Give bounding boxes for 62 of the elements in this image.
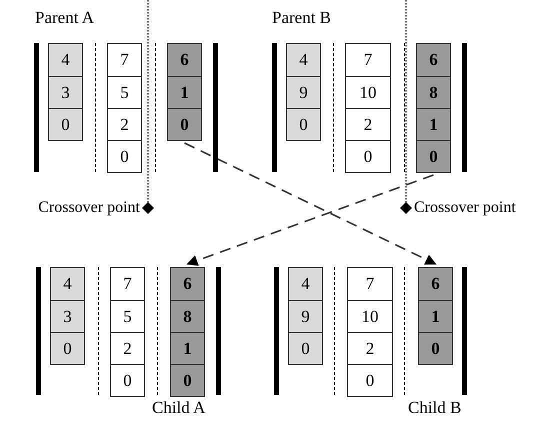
- gene-column: [170, 267, 205, 397]
- gene-value: 0: [419, 332, 452, 364]
- gene-value: 4: [287, 44, 320, 76]
- gene-value: 1: [419, 300, 452, 332]
- gene-column: [288, 267, 323, 365]
- gene-column: [416, 43, 451, 173]
- chromosome-title: Child B: [408, 398, 462, 418]
- gene-value: 0: [348, 364, 392, 396]
- gene-value: 3: [51, 300, 84, 332]
- gene-column: [110, 267, 145, 397]
- gene-value: 5: [111, 300, 144, 332]
- gene-value: 10: [346, 76, 390, 108]
- gene-value: 3: [49, 76, 82, 108]
- gene-column: [418, 267, 453, 365]
- gene-value: 6: [171, 268, 204, 300]
- chromosome-title: Parent A: [35, 8, 94, 28]
- gene-value: 2: [348, 332, 392, 364]
- gene-value: 0: [111, 364, 144, 396]
- gene-value: 4: [289, 268, 322, 300]
- gene-value: 8: [417, 76, 450, 108]
- gene-value: 9: [287, 76, 320, 108]
- gene-value: 0: [417, 140, 450, 172]
- gene-value: 0: [171, 364, 204, 396]
- gene-value: 2: [111, 332, 144, 364]
- gene-value: 9: [289, 300, 322, 332]
- gene-value: 0: [287, 108, 320, 140]
- gene-column: [347, 267, 393, 397]
- chromosome-title: Parent B: [272, 8, 332, 28]
- gene-value: 5: [108, 76, 141, 108]
- gene-value: 7: [348, 268, 392, 300]
- gene-column: [48, 43, 83, 141]
- gene-value: 0: [168, 108, 201, 140]
- crossover-label: Crossover point: [414, 198, 516, 218]
- gene-value: 2: [346, 108, 390, 140]
- gene-value: 0: [108, 140, 141, 172]
- gene-value: 1: [417, 108, 450, 140]
- gene-column: [50, 267, 85, 365]
- gene-value: 7: [346, 44, 390, 76]
- gene-value: 6: [417, 44, 450, 76]
- gene-value: 10: [348, 300, 392, 332]
- gene-column: [286, 43, 321, 141]
- gene-value: 0: [49, 108, 82, 140]
- crossover-arrow: [186, 174, 434, 266]
- gene-value: 1: [168, 76, 201, 108]
- gene-column: [107, 43, 142, 173]
- gene-value: 6: [419, 268, 452, 300]
- gene-value: 0: [289, 332, 322, 364]
- gene-value: 7: [108, 44, 141, 76]
- gene-column: [345, 43, 391, 173]
- crossover-label: Crossover point: [38, 198, 140, 218]
- chromosome-title: Child A: [152, 398, 206, 418]
- gene-value: 2: [108, 108, 141, 140]
- crossover-arrow: [184, 142, 436, 265]
- gene-value: 6: [168, 44, 201, 76]
- gene-value: 8: [171, 300, 204, 332]
- gene-value: 1: [171, 332, 204, 364]
- gene-value: 4: [51, 268, 84, 300]
- gene-value: 0: [51, 332, 84, 364]
- gene-column: [167, 43, 202, 141]
- gene-value: 4: [49, 44, 82, 76]
- gene-value: 7: [111, 268, 144, 300]
- gene-value: 0: [346, 140, 390, 172]
